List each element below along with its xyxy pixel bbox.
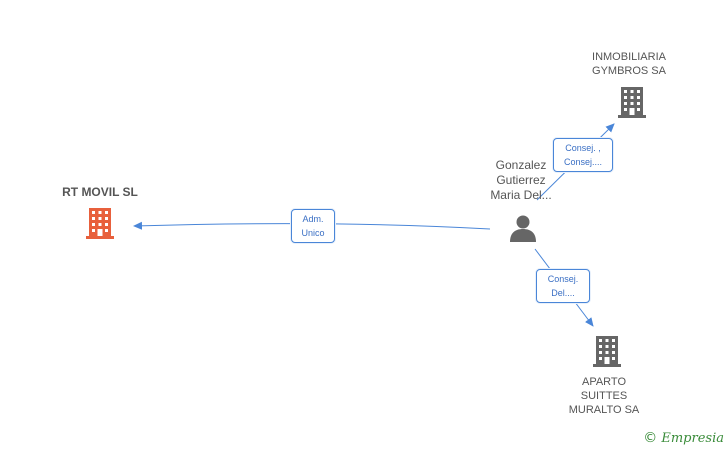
top-company-label: INMOBILIARIA GYMBROS SA [592,51,666,77]
building-icon[interactable] [590,334,624,368]
person-icon[interactable] [508,213,538,243]
brand-watermark: © Empresia [643,430,724,446]
building-icon[interactable] [615,85,649,119]
edge-label-consej-top[interactable]: Consej. , Consej.... [553,138,613,172]
main-company-label: RT MOVIL SL [62,185,138,199]
building-icon[interactable] [83,206,117,240]
copyright-icon: © [643,430,658,446]
edge-label-consej-bottom[interactable]: Consej. Del.... [536,269,590,303]
edge-label-adm-unico[interactable]: Adm. Unico [291,209,335,243]
person-label: Gonzalez Gutierrez Maria Del... [490,158,552,202]
bottom-company-label: APARTO SUITTES MURALTO SA [568,376,640,416]
brand-name: Empresia [661,431,724,446]
